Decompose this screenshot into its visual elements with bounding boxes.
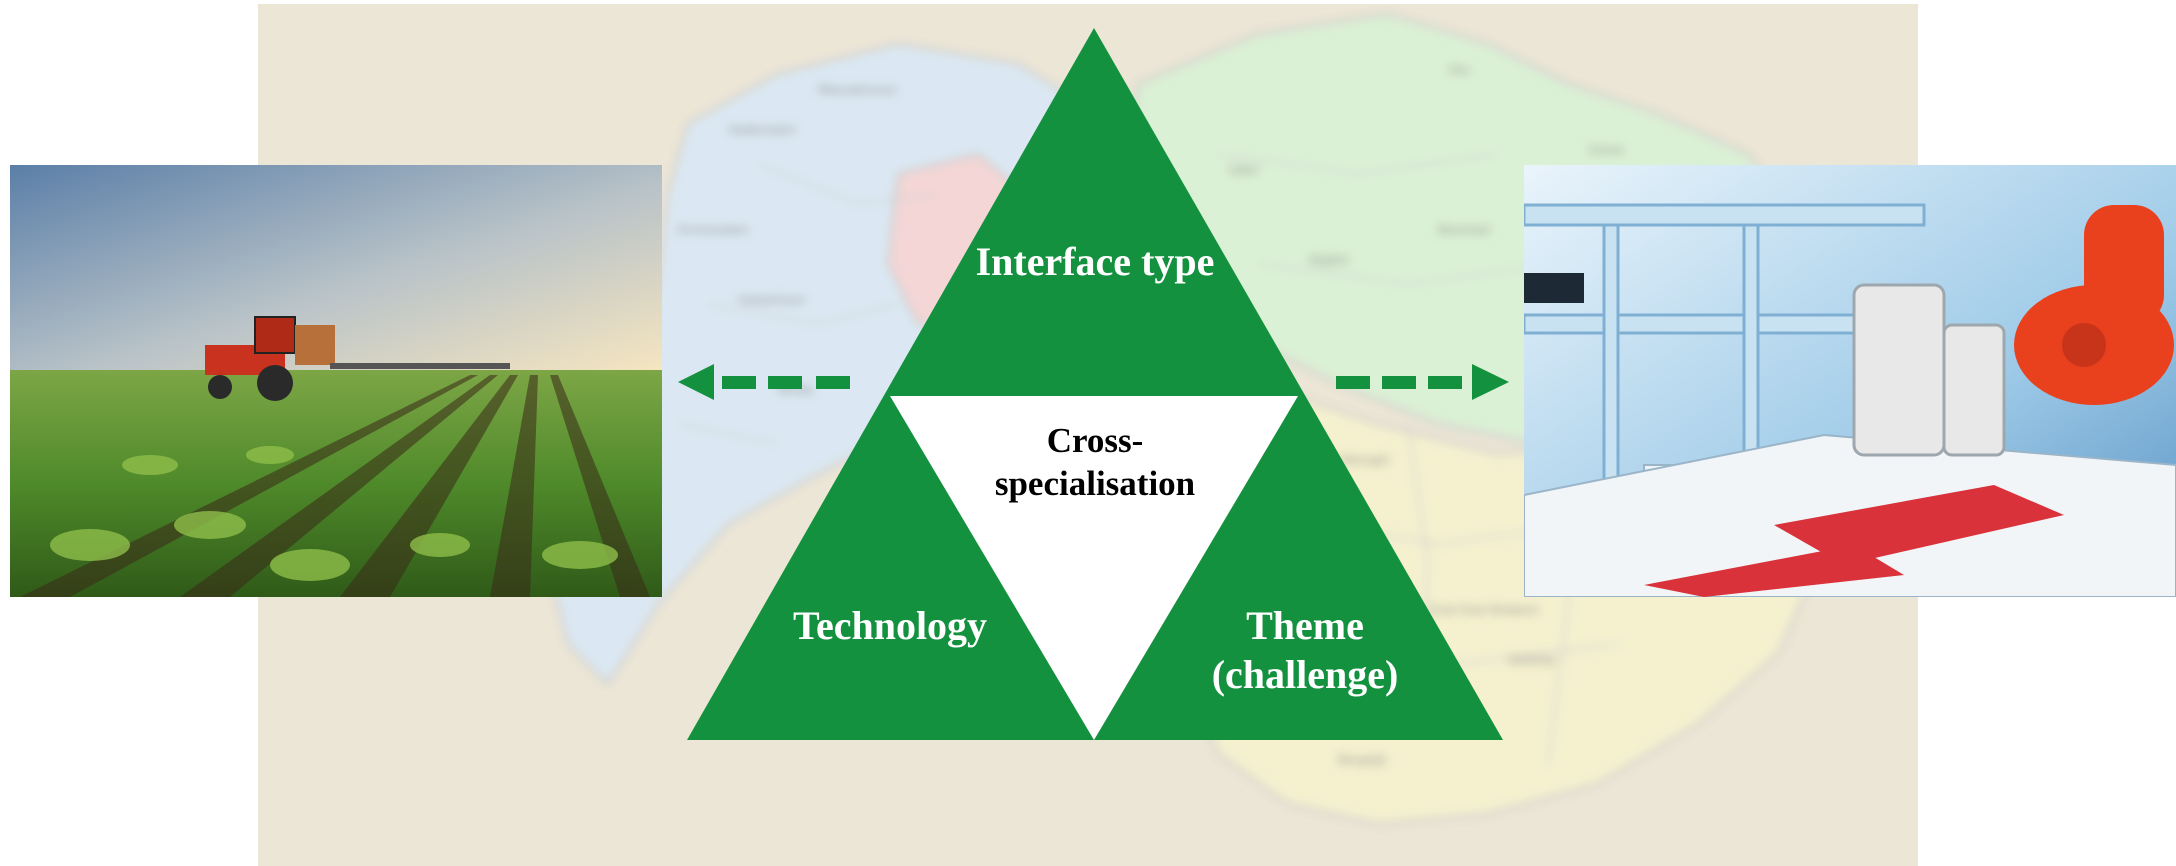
svg-text:Oss: Oss — [1448, 63, 1470, 77]
center-inverted-triangle — [890, 396, 1298, 740]
svg-text:Veghel: Veghel — [1308, 253, 1349, 267]
right-dash-3 — [1428, 376, 1462, 389]
svg-text:Emmesdam: Emmesdam — [678, 223, 749, 237]
svg-text:Hedenstein: Hedenstein — [728, 123, 796, 137]
svg-text:Boxmeer: Boxmeer — [1438, 223, 1492, 237]
svg-text:Zuid-Oost Brabant: Zuid-Oost Brabant — [1428, 603, 1539, 617]
svg-text:Oosterhout: Oosterhout — [738, 293, 805, 307]
svg-text:Grave: Grave — [1588, 143, 1624, 157]
right-arrowhead — [1472, 364, 1509, 400]
theme-challenge-label: Theme (challenge) — [1211, 603, 1399, 697]
left-dash-2 — [768, 376, 802, 389]
green-triangle — [687, 28, 1503, 740]
svg-text:Geldrop: Geldrop — [1508, 653, 1555, 667]
technology-label: Technology — [792, 603, 988, 648]
left-dash-3 — [816, 376, 850, 389]
left-dash-1 — [722, 376, 756, 389]
right-dash-1 — [1336, 376, 1370, 389]
right-dash-2 — [1382, 376, 1416, 389]
svg-text:Meeuwhoven: Meeuwhoven — [818, 83, 898, 97]
agriculture-field-photo — [10, 165, 662, 597]
interface-type-label: Interface type — [975, 239, 1215, 284]
outer-triangle — [687, 28, 1503, 740]
svg-text:Uden: Uden — [1228, 163, 1259, 177]
cross-specialisation-label: Cross-specialisation — [994, 421, 1196, 503]
svg-text:Bergeijk: Bergeijk — [1338, 753, 1387, 767]
industrial-robot-photo — [1524, 165, 2176, 597]
right-dashed-arrow — [1336, 364, 1509, 400]
left-arrowhead — [678, 364, 714, 400]
left-dashed-arrow — [678, 364, 850, 400]
